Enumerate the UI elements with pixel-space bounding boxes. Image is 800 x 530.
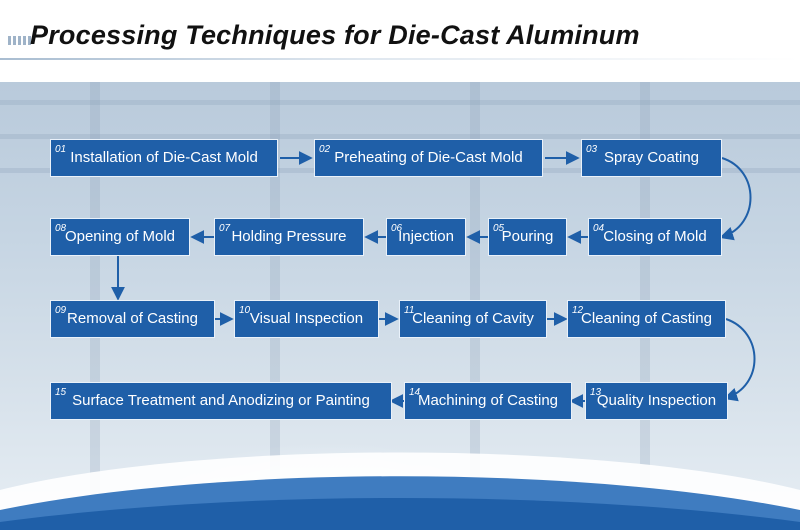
step-number: 13	[590, 387, 602, 398]
step-number: 09	[55, 305, 67, 316]
step-number: 07	[219, 223, 231, 234]
step-label: Removal of Casting	[67, 310, 198, 327]
step-number: 05	[493, 223, 505, 234]
step-label: Preheating of Die-Cast Mold	[334, 149, 523, 166]
step-box-03: 03 Spray Coating	[581, 139, 722, 177]
step-label: Installation of Die-Cast Mold	[70, 149, 258, 166]
step-label: Closing of Mold	[603, 228, 707, 245]
step-box-15: 15 Surface Treatment and Anodizing or Pa…	[50, 382, 392, 420]
step-label: Visual Inspection	[249, 310, 364, 327]
step-label: Injection	[398, 228, 454, 245]
ceiling-beam	[0, 134, 800, 139]
step-label: Surface Treatment and Anodizing or Paint…	[72, 392, 370, 409]
step-box-12: 12 Cleaning of Casting	[567, 300, 726, 338]
step-box-02: 02 Preheating of Die-Cast Mold	[314, 139, 543, 177]
step-number: 10	[239, 305, 251, 316]
bottom-wave-decoration	[0, 452, 800, 530]
step-box-07: 07 Holding Pressure	[214, 218, 364, 256]
step-box-14: 14 Machining of Casting	[404, 382, 572, 420]
step-box-04: 04 Closing of Mold	[588, 218, 722, 256]
step-box-13: 13 Quality Inspection	[585, 382, 728, 420]
step-number: 04	[593, 223, 605, 234]
title-accent-decoration	[8, 36, 32, 45]
step-box-05: 05 Pouring	[488, 218, 567, 256]
page-title: Processing Techniques for Die-Cast Alumi…	[30, 20, 640, 50]
step-number: 03	[586, 144, 598, 155]
step-number: 08	[55, 223, 67, 234]
step-number: 02	[319, 144, 331, 155]
step-box-08: 08 Opening of Mold	[50, 218, 190, 256]
title-underline	[0, 58, 800, 60]
step-number: 15	[55, 387, 67, 398]
step-label: Cleaning of Casting	[581, 310, 712, 327]
step-box-09: 09 Removal of Casting	[50, 300, 215, 338]
ceiling-beam	[0, 100, 800, 105]
step-label: Opening of Mold	[64, 228, 176, 245]
header: Processing Techniques for Die-Cast Alumi…	[0, 0, 800, 82]
step-number: 06	[391, 223, 403, 234]
step-label: Holding Pressure	[231, 228, 347, 245]
step-box-11: 11 Cleaning of Cavity	[399, 300, 547, 338]
step-number: 11	[404, 305, 415, 316]
step-box-01: 01 Installation of Die-Cast Mold	[50, 139, 278, 177]
step-label: Quality Inspection	[596, 392, 717, 409]
step-number: 01	[55, 144, 67, 155]
step-label: Pouring	[501, 228, 554, 245]
step-label: Machining of Casting	[417, 392, 559, 409]
step-number: 14	[409, 387, 421, 398]
step-box-10: 10 Visual Inspection	[234, 300, 379, 338]
step-box-06: 06 Injection	[386, 218, 466, 256]
step-label: Spray Coating	[603, 149, 700, 166]
step-number: 12	[572, 305, 584, 316]
step-label: Cleaning of Cavity	[412, 310, 534, 327]
